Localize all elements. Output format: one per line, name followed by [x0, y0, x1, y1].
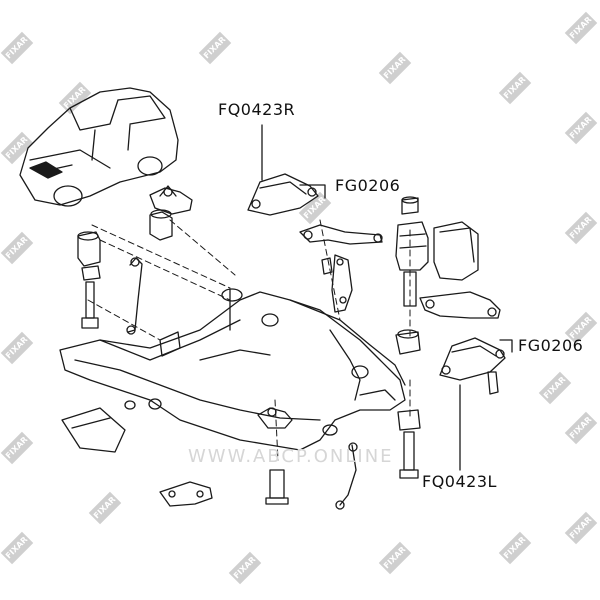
part-label-fq0423r: FQ0423R [218, 100, 296, 119]
part-label-fg0206-top: FG0206 [335, 176, 401, 195]
part-label-fq0423l: FQ0423L [422, 472, 497, 491]
subframe [59, 288, 406, 451]
site-watermark: WWW.ABCP.ONLINE [188, 446, 394, 467]
part-label-fg0206-bottom: FG0206 [518, 336, 584, 355]
leader-fg0206-top [299, 184, 326, 199]
control-arm-left [395, 329, 506, 479]
leader-fg0206-bottom [499, 339, 513, 353]
control-arm-right [247, 173, 319, 216]
bottom-left-plate [61, 407, 213, 507]
car-illustration [19, 87, 179, 207]
left-bushing-bolt [77, 231, 101, 329]
left-link-rod [126, 257, 143, 335]
engine-mount-top [149, 185, 193, 241]
right-engine-mount [395, 196, 501, 319]
right-bracket [299, 224, 383, 313]
center-link [257, 407, 358, 510]
